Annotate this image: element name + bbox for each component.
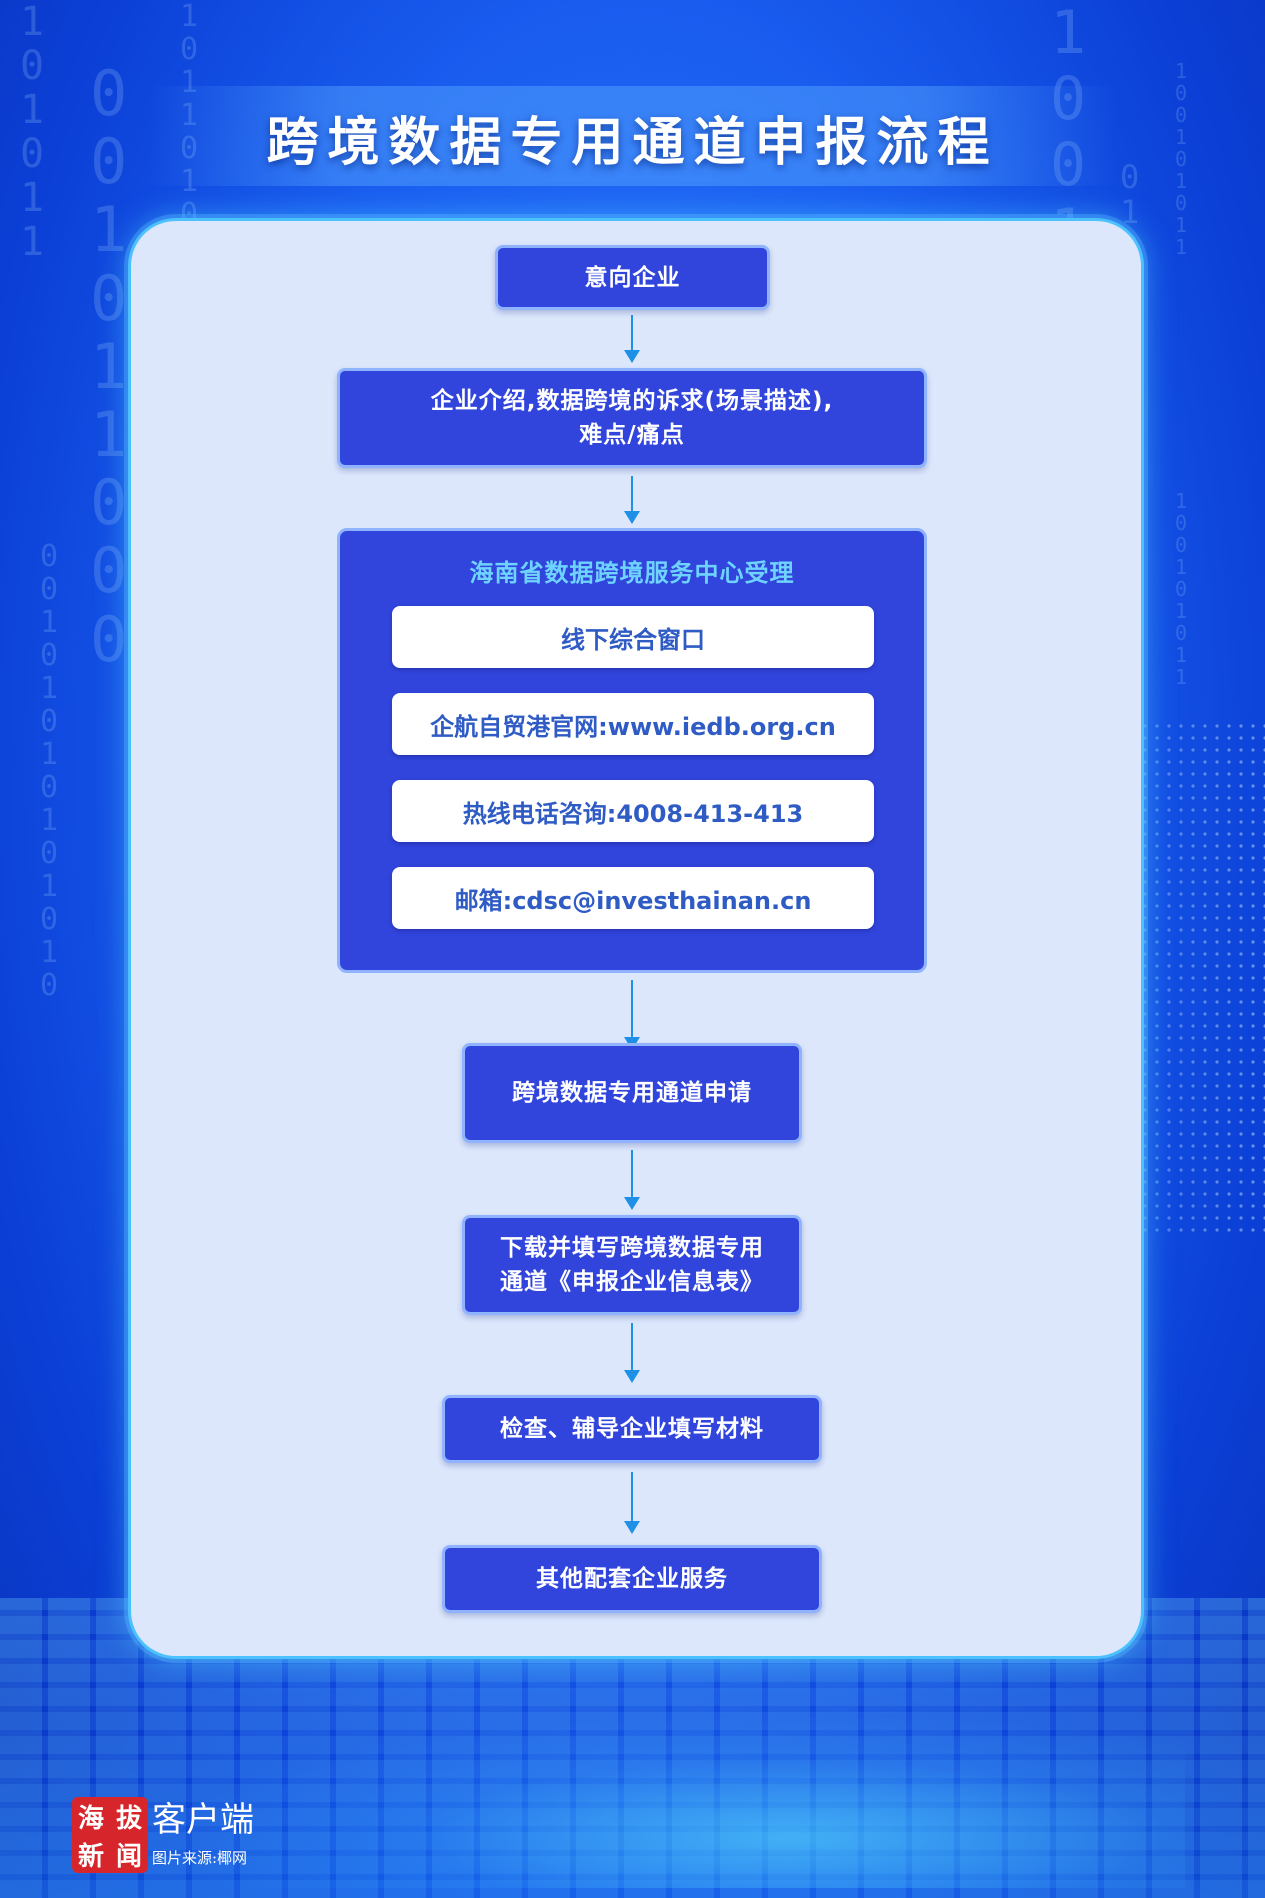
arrow-down [624,980,640,1050]
step-enterprise-intro: 企业介绍,数据跨境的诉求(场景描述), 难点/痛点 [337,368,927,468]
step-label: 检查、辅导企业填写材料 [500,1416,764,1442]
step-label: 难点/痛点 [579,422,685,448]
arrow-down [624,315,640,363]
step-label: 意向企业 [584,264,681,291]
channel-hotline: 热线电话咨询:4008-413-413 [392,780,874,842]
service-center-title: 海南省数据跨境服务中心受理 [469,559,795,587]
image-credit: 图片来源:椰网 [152,1849,248,1867]
logo-char: 新 [77,1841,104,1872]
step-label: 跨境数据专用通道申请 [512,1080,752,1106]
step-label: 下载并填写跨境数据专用 [500,1235,764,1261]
step-channel-application: 跨境数据专用通道申请 [462,1043,802,1143]
floor-glow [200,1718,1185,1888]
arrow-down [624,1323,640,1383]
logo-char: 闻 [115,1841,142,1872]
channel-email: 邮箱:cdsc@investhainan.cn [392,867,874,929]
step-label: 企业介绍,数据跨境的诉求(场景描述), [430,388,834,414]
arrow-down [624,1150,640,1210]
page-title: 跨境数据专用通道申报流程 [266,113,999,173]
step-download-form: 下载并填写跨境数据专用 通道《申报企业信息表》 [462,1215,802,1315]
step-label: 通道《申报企业信息表》 [500,1269,764,1295]
title-band [150,86,1115,186]
step-label: 其他配套企业服务 [536,1566,728,1592]
logo-char: 海 [77,1803,104,1834]
channel-offline-window: 线下综合窗口 [392,606,874,668]
client-label: 客户端 [152,1800,254,1840]
logo-char: 拔 [115,1803,142,1834]
service-center-box: 海南省数据跨境服务中心受理 线下综合窗口 企航自贸港官网:www.iedb.or… [337,528,927,973]
step-check-materials: 检查、辅导企业填写材料 [442,1395,822,1463]
step-intended-enterprise: 意向企业 [495,245,770,310]
step-other-services: 其他配套企业服务 [442,1545,822,1613]
arrow-down [624,1472,640,1534]
news-logo: 海 拔 新 闻 [72,1797,148,1873]
channel-website: 企航自贸港官网:www.iedb.org.cn [392,693,874,755]
arrow-down [624,476,640,524]
